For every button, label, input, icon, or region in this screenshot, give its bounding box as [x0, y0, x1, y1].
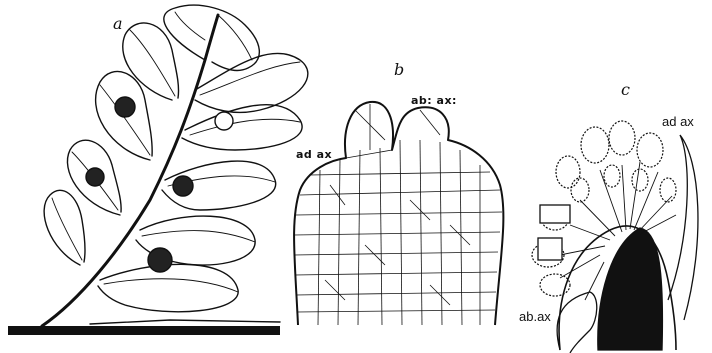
panel-a-letter: a: [113, 14, 123, 33]
panel-b-letter: b: [394, 60, 404, 79]
panel-a-base-bar: [8, 326, 280, 335]
sorus-dot: [86, 168, 104, 186]
panel-c-sorus: [532, 121, 698, 353]
panel-c-letter: c: [621, 80, 630, 99]
panel-b-abaxial-label: ab: ax:: [411, 94, 457, 107]
sorus-dot: [148, 248, 172, 272]
panel-c-dark-core: [598, 228, 663, 350]
panel-b-section: [294, 102, 503, 325]
panel-a-frond: [8, 5, 308, 335]
panel-c-abaxial-label: ab.ax: [519, 309, 551, 324]
sorus-dot-open: [215, 112, 233, 130]
panel-b-cells: [294, 104, 502, 325]
sorus-dot: [115, 97, 135, 117]
panel-b-adaxial-label: ad ax: [296, 148, 332, 161]
panel-c-adaxial-label: ad ax: [662, 114, 694, 129]
sorus-dot: [173, 176, 193, 196]
